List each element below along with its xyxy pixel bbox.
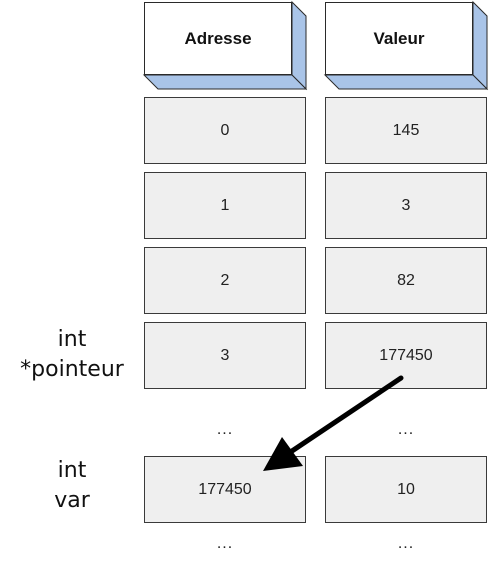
var-address-cell: 177450 [144, 456, 306, 523]
bottom-address-ellipsis: ... [216, 535, 234, 552]
value-text: 177450 [379, 346, 433, 364]
var-name-text: var [54, 488, 90, 513]
pointer-name-text: *pointeur [20, 357, 124, 382]
header-3d-box [323, 0, 489, 91]
value-cell-0: 145 [325, 97, 487, 164]
address-ellipsis: ... [216, 421, 234, 438]
address-text: 0 [220, 121, 230, 139]
value-column-header: Valeur [323, 0, 489, 91]
address-text: 2 [220, 271, 230, 289]
value-text: 3 [401, 196, 411, 214]
value-cell-2: 82 [325, 247, 487, 314]
value-text: 82 [397, 271, 415, 289]
header-3d-box [142, 0, 308, 91]
address-cell-0: 0 [144, 97, 306, 164]
pointer-type-text: int [57, 327, 87, 352]
var-type-text: int [57, 458, 87, 483]
address-text: 3 [220, 346, 230, 364]
address-cell-2: 2 [144, 247, 306, 314]
value-text: 10 [397, 480, 415, 498]
address-header-label: Adresse [144, 2, 292, 75]
address-cell-1: 1 [144, 172, 306, 239]
address-text: 1 [220, 196, 230, 214]
value-ellipsis: ... [397, 421, 415, 438]
address-column-header: Adresse [142, 0, 308, 91]
var-label: int var [0, 456, 144, 516]
value-text: 145 [392, 121, 420, 139]
bottom-value-ellipsis: ... [397, 535, 415, 552]
pointer-label: int *pointeur [0, 325, 144, 385]
value-header-label: Valeur [325, 2, 473, 75]
address-cell-3: 3 [144, 322, 306, 389]
var-value-cell: 10 [325, 456, 487, 523]
value-cell-3: 177450 [325, 322, 487, 389]
address-text: 177450 [198, 480, 252, 498]
value-cell-1: 3 [325, 172, 487, 239]
